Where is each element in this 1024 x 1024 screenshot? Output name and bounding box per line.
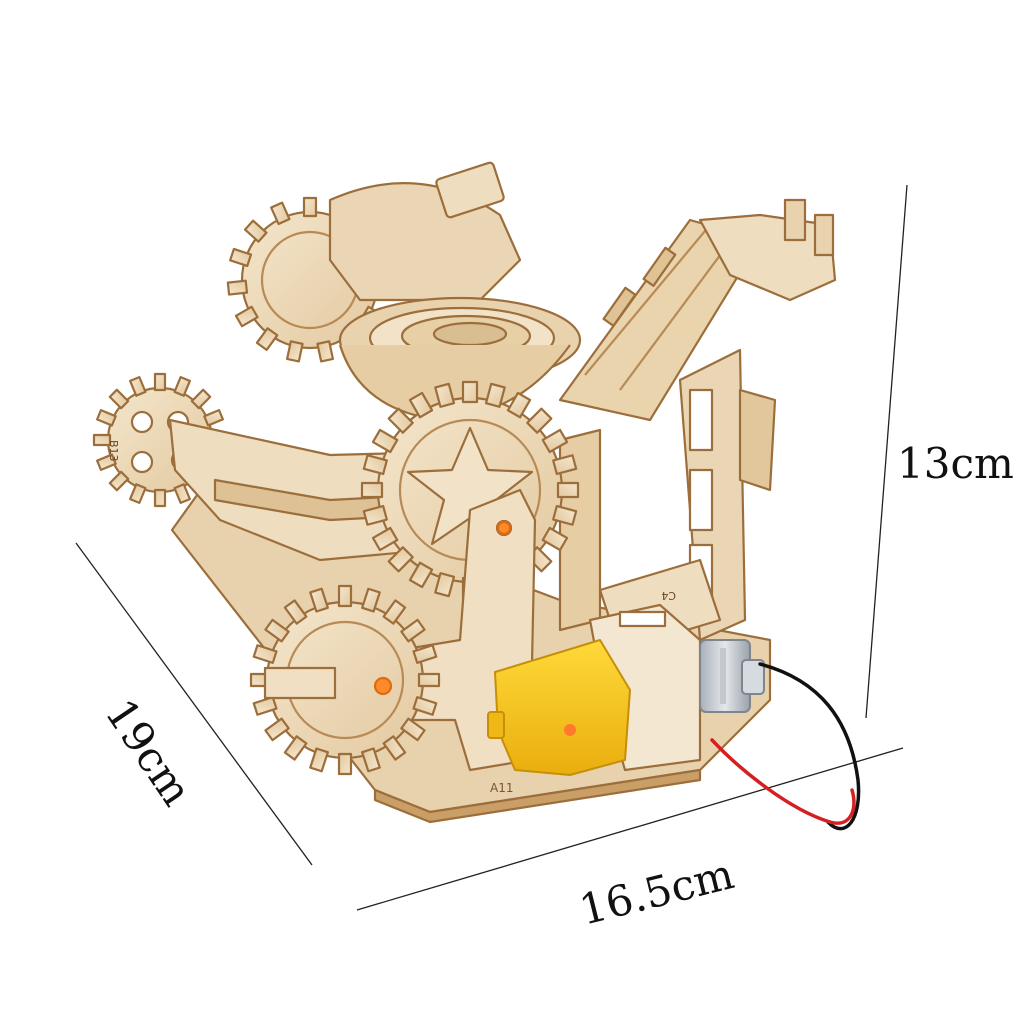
wire-black bbox=[758, 662, 861, 831]
gear-motor-icon bbox=[487, 639, 765, 776]
marble-run-model: A11 bbox=[92, 161, 837, 824]
led-left bbox=[373, 676, 393, 696]
wires bbox=[710, 662, 861, 831]
depth-dimension-line bbox=[75, 542, 313, 866]
right-frame: C4 bbox=[558, 348, 777, 652]
base-plate-edge bbox=[373, 768, 702, 824]
height-dimension-line bbox=[865, 184, 908, 719]
wire-red bbox=[710, 738, 856, 825]
spiral-funnel bbox=[328, 161, 582, 422]
height-label: 13cm bbox=[897, 439, 1014, 488]
led-top bbox=[496, 520, 512, 536]
width-label: 16.5cm bbox=[575, 849, 739, 934]
width-dimension-line bbox=[356, 747, 904, 911]
frame-code: C4 bbox=[661, 589, 676, 602]
base-code: A11 bbox=[490, 781, 513, 795]
depth-label: 19cm bbox=[96, 690, 202, 814]
lower-left-gear bbox=[249, 584, 441, 776]
gear-code: B13 bbox=[107, 440, 120, 462]
